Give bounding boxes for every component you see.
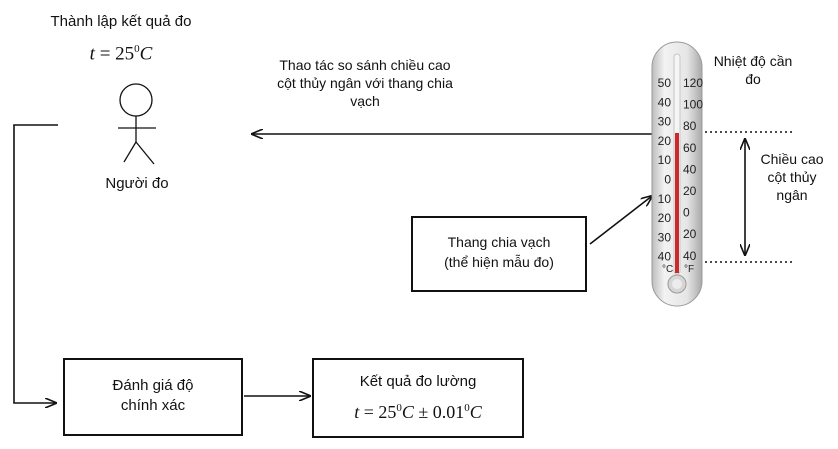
fahrenheit-tick-label: 20: [683, 184, 697, 198]
result-uncertainty: ± 0.01: [418, 402, 465, 422]
person-icon: [118, 83, 156, 165]
result-box: Kết quả đo lường t = 250C ± 0.010C: [312, 358, 524, 438]
celsius-tick-label: 40: [658, 250, 672, 264]
celsius-tick-label: 30: [658, 115, 672, 129]
scale-box-line-2: (thể hiện mẫu đo): [444, 254, 554, 270]
target-temperature-line-1: Nhiệt độ cần: [713, 53, 793, 69]
mercury-height-line-2: cột thủy: [767, 169, 817, 185]
formula-degree: 0: [134, 43, 140, 55]
celsius-tick-label: 20: [658, 134, 672, 148]
formula-equals: =: [99, 43, 111, 65]
result-degree: 0: [396, 402, 402, 414]
result-box-title: Kết quả đo lường: [359, 373, 477, 390]
target-temperature-line-2: đo: [745, 71, 761, 87]
diagram-title: Thành lập kết quả đo: [50, 13, 192, 30]
celsius-tick-label: 10: [658, 192, 672, 206]
celsius-tick-label: 0: [664, 173, 671, 187]
mercury-height-line-3: ngân: [776, 187, 808, 203]
fahrenheit-tick-label: 40: [683, 249, 697, 263]
celsius-tick-label: 40: [658, 95, 672, 109]
formula-unit: C: [139, 43, 153, 65]
scale-box: Thang chia vạch (thể hiện mẫu đo): [411, 216, 587, 292]
accuracy-box-line-2: chính xác: [120, 397, 186, 414]
fahrenheit-unit: °F: [684, 264, 694, 275]
fahrenheit-tick-label: 40: [683, 162, 697, 176]
fahrenheit-tick-label: 60: [683, 141, 697, 155]
celsius-unit: °C: [662, 264, 673, 275]
target-temperature-label: Nhiệt độ cần đo: [708, 52, 798, 88]
result-formula: t = 250C ± 0.010C: [314, 398, 522, 422]
comparison-line-3: vạch: [350, 93, 380, 109]
comparison-line-2: cột thủy ngân với thang chia: [277, 75, 453, 91]
result-value: 25: [378, 402, 397, 422]
mercury-height-line-1: Chiều cao: [760, 151, 824, 167]
comparison-action-text: Thao tác so sánh chiều cao cột thủy ngân…: [240, 56, 490, 110]
fahrenheit-tick-label: 0: [683, 206, 690, 220]
fahrenheit-tick-label: 20: [683, 227, 697, 241]
mercury-column: [675, 133, 679, 273]
result-uncertainty-unit: C: [469, 402, 482, 422]
person-label: Người đo: [105, 175, 169, 192]
mercury-height-label: Chiều cao cột thủy ngân: [752, 150, 832, 204]
formula-variable: t: [89, 43, 95, 65]
fahrenheit-tick-label: 100: [683, 98, 703, 112]
result-uncertainty-degree: 0: [464, 402, 470, 414]
celsius-tick-label: 10: [658, 153, 672, 167]
fahrenheit-tick-label: 120: [683, 76, 703, 90]
flow-line-person-to-accuracy: [13, 124, 58, 403]
celsius-tick-label: 50: [658, 76, 672, 90]
scale-box-line-1: Thang chia vạch: [447, 234, 551, 250]
result-equals: =: [363, 402, 374, 422]
measured-formula: t = 250C: [60, 40, 182, 63]
formula-value: 25: [115, 43, 135, 65]
accuracy-box-line-1: Đánh giá độ: [112, 377, 194, 394]
result-variable: t: [354, 402, 360, 422]
result-unit: C: [401, 402, 414, 422]
celsius-tick-label: 30: [658, 230, 672, 244]
accuracy-box: Đánh giá độ chính xác: [63, 358, 243, 436]
fahrenheit-tick-label: 80: [683, 119, 697, 133]
scale-pointer-arrow: [589, 196, 652, 245]
celsius-tick-label: 20: [658, 211, 672, 225]
comparison-line-1: Thao tác so sánh chiều cao: [279, 57, 451, 73]
